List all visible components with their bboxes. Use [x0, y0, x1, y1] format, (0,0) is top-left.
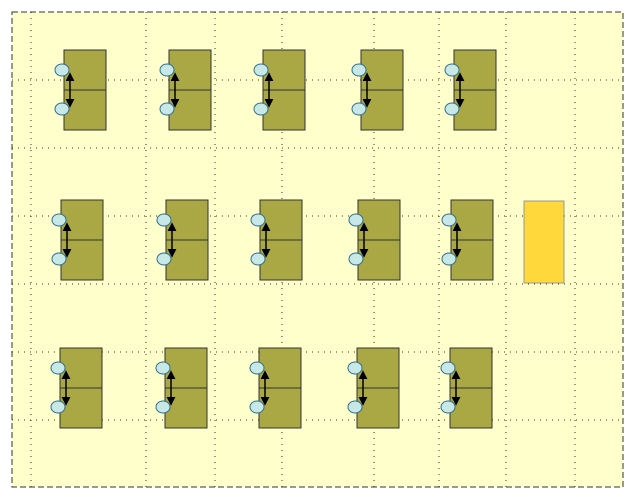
- ellipse-connector-icon: [441, 252, 457, 266]
- ellipse-connector-icon: [253, 63, 269, 77]
- ellipse-connector-icon: [156, 252, 172, 266]
- ellipse-connector-icon: [348, 213, 364, 227]
- ellipse-connector-icon: [444, 102, 460, 116]
- canvas-border: [11, 11, 624, 488]
- blocks-layer: [50, 49, 565, 429]
- highlight-block-rect: [523, 200, 565, 284]
- ellipse-connector-icon: [347, 400, 363, 414]
- split-block: [155, 347, 208, 429]
- block-top-half: [262, 49, 306, 91]
- ellipse-connector-icon: [54, 102, 70, 116]
- split-block: [156, 199, 209, 281]
- ellipse-connector-icon: [50, 400, 66, 414]
- split-block: [351, 49, 404, 131]
- ellipse-connector-icon: [50, 361, 66, 375]
- ellipse-connector-icon: [444, 63, 460, 77]
- ellipse-connector-icon: [155, 361, 171, 375]
- split-block: [50, 347, 103, 429]
- ellipse-connector-icon: [249, 361, 265, 375]
- split-block: [441, 199, 494, 281]
- ellipse-connector-icon: [351, 102, 367, 116]
- ellipse-connector-icon: [54, 63, 70, 77]
- ellipse-connector-icon: [440, 400, 456, 414]
- split-block: [249, 347, 302, 429]
- canvas-background: [12, 12, 623, 487]
- ellipse-connector-icon: [250, 252, 266, 266]
- ellipse-connector-icon: [347, 361, 363, 375]
- ellipse-connector-icon: [51, 213, 67, 227]
- split-block: [440, 347, 493, 429]
- ellipse-connector-icon: [348, 252, 364, 266]
- ellipse-connector-icon: [159, 63, 175, 77]
- block-bottom-half: [63, 89, 107, 131]
- ellipse-connector-icon: [51, 252, 67, 266]
- split-block: [54, 49, 107, 131]
- split-block: [348, 199, 401, 281]
- highlight-block: [523, 200, 565, 284]
- split-block: [250, 199, 303, 281]
- split-block: [253, 49, 306, 131]
- ellipse-connector-icon: [253, 102, 269, 116]
- ellipse-connector-icon: [351, 63, 367, 77]
- ellipse-connector-icon: [440, 361, 456, 375]
- ellipse-connector-icon: [249, 400, 265, 414]
- split-block: [347, 347, 400, 429]
- split-block: [51, 199, 104, 281]
- ellipse-connector-icon: [441, 213, 457, 227]
- ellipse-connector-icon: [155, 400, 171, 414]
- ellipse-connector-icon: [250, 213, 266, 227]
- split-block: [159, 49, 212, 131]
- ellipse-connector-icon: [156, 213, 172, 227]
- ellipse-connector-icon: [159, 102, 175, 116]
- split-block: [444, 49, 497, 131]
